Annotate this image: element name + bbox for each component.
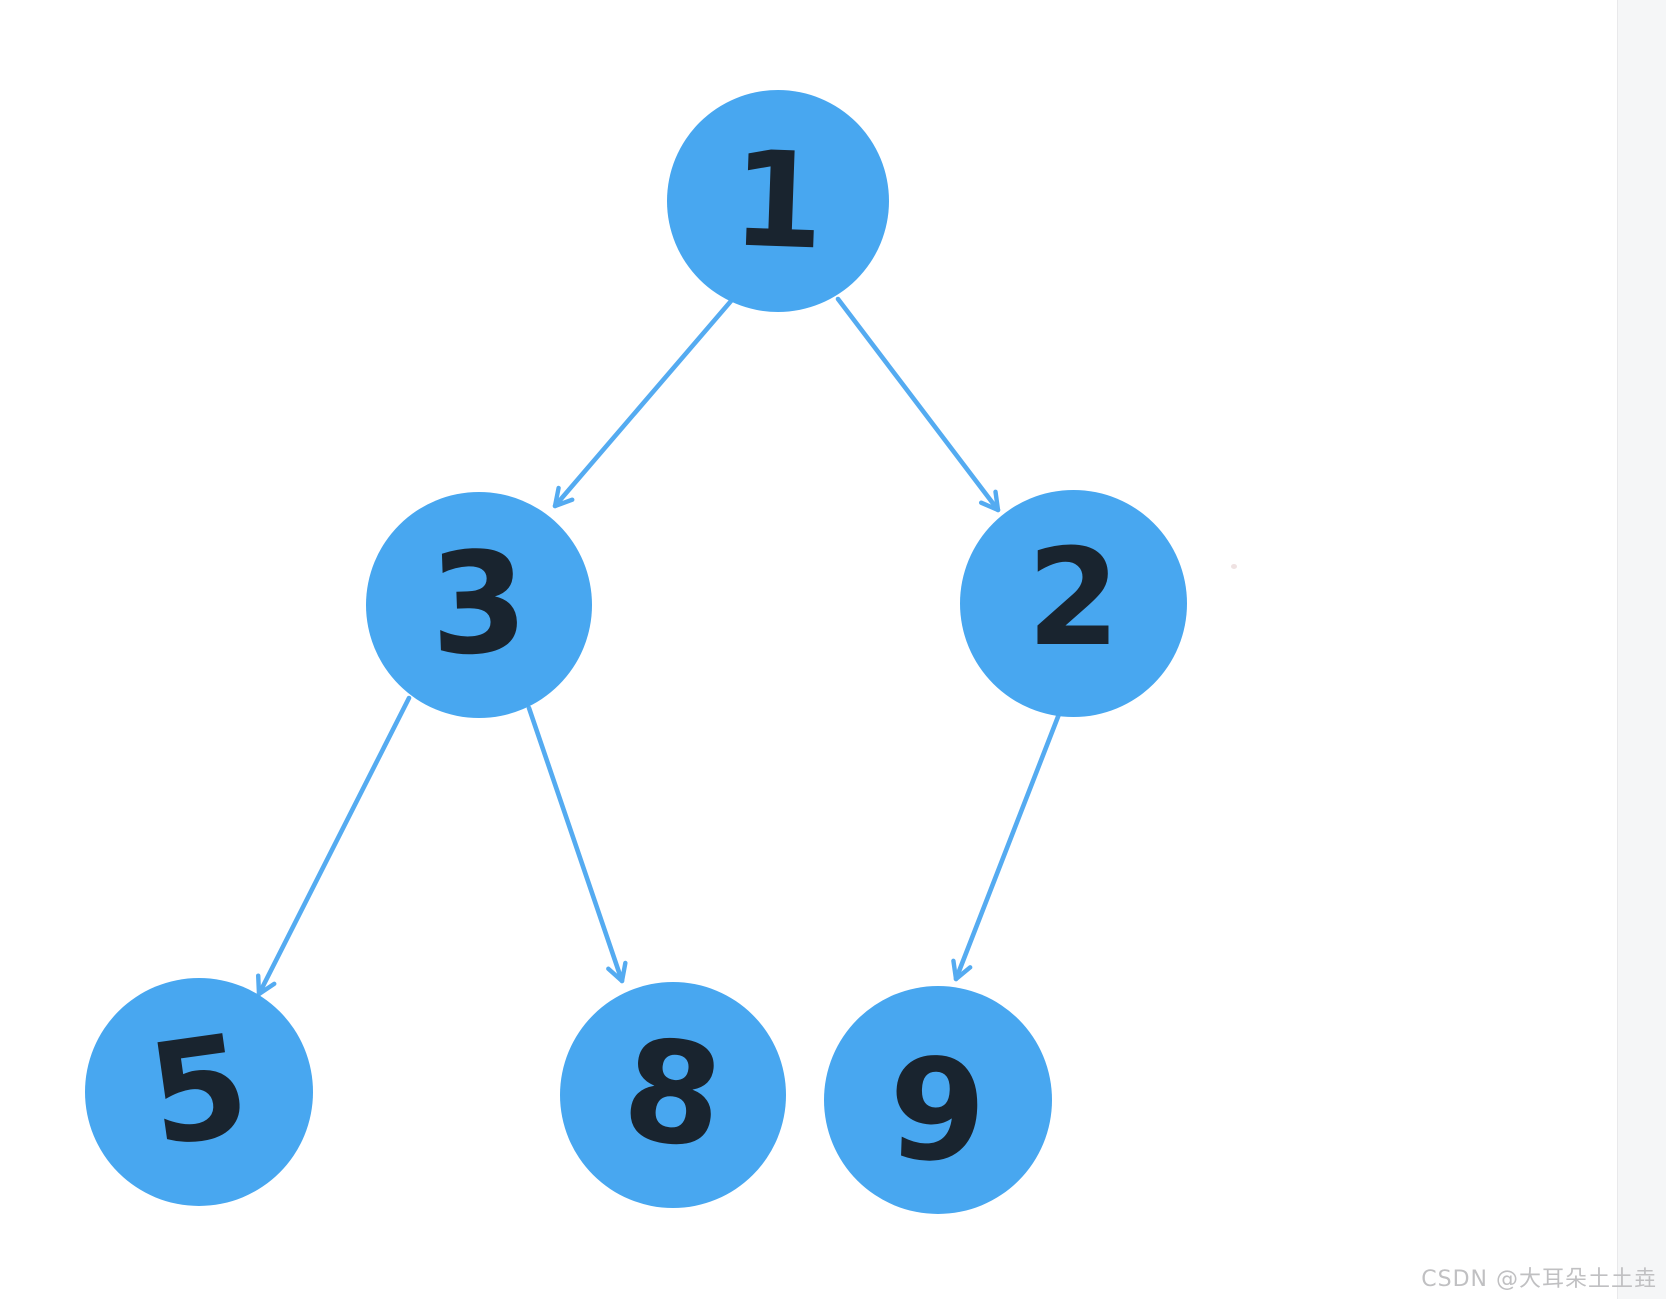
edge-2-to-9 [951,706,1064,982]
tree-node-8: 8 [560,982,786,1208]
node-value: 8 [616,1008,731,1181]
edge-3-to-8 [526,705,628,984]
node-value: 5 [139,1004,259,1179]
watermark-text: CSDN @大耳朵土土垚 [1421,1267,1657,1292]
node-value: 1 [729,122,827,280]
tree-node-9: 9 [824,986,1052,1214]
tree-node-5: 5 [85,978,313,1206]
page-side-strip [1617,0,1666,1299]
node-value: 9 [886,1028,990,1195]
tree-node-2: 2 [960,490,1187,717]
edge-1-to-3 [552,298,734,509]
stray-mark [1231,564,1237,569]
tree-node-3: 3 [366,492,592,718]
tree-node-1: 1 [667,90,889,312]
node-value: 3 [427,521,531,688]
node-value: 2 [1026,519,1121,676]
edge-1-to-2 [835,296,1001,513]
edge-3-to-5 [256,695,412,997]
